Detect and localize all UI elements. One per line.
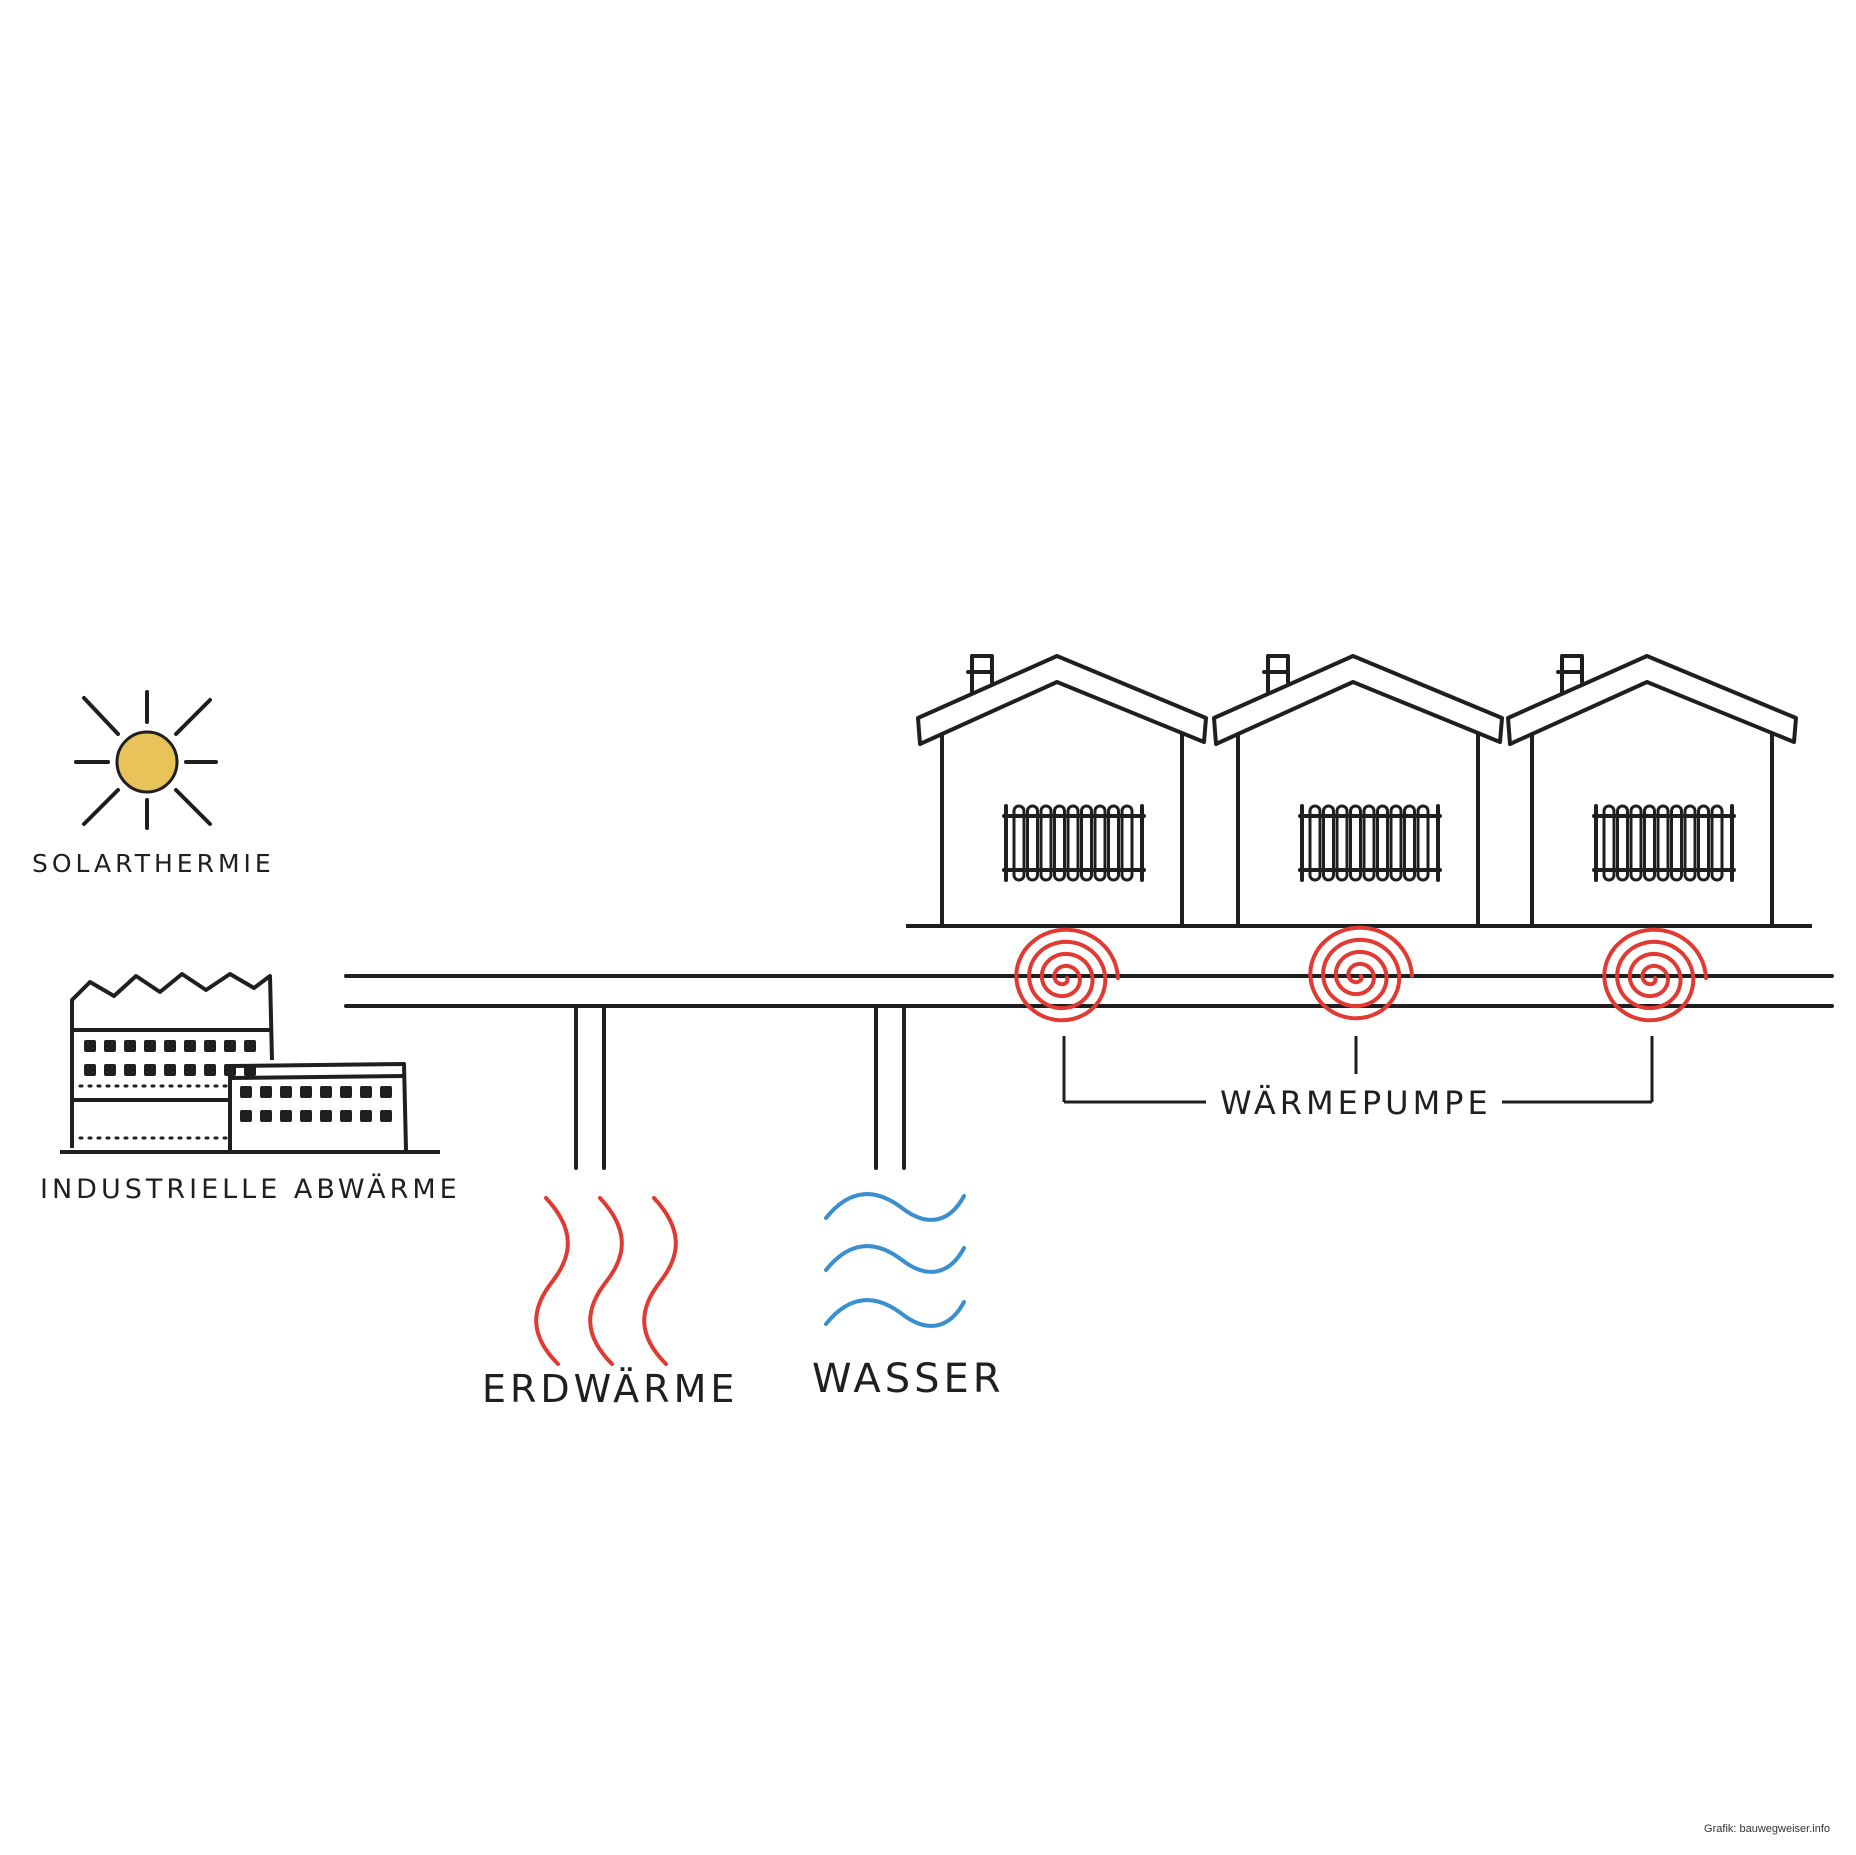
factory-window: [164, 1040, 176, 1052]
factory-window: [320, 1086, 332, 1098]
label-waermepumpe: WÄRMEPUMPE: [1220, 1084, 1492, 1122]
heat-pumps: [1014, 925, 1708, 1023]
sun-icon: [74, 690, 218, 830]
house-icon: [1212, 654, 1504, 928]
factory-window: [280, 1086, 292, 1098]
heat-waves-icon: [534, 1196, 678, 1366]
factory-window: [340, 1110, 352, 1122]
factory-window: [124, 1064, 136, 1076]
factory-window: [260, 1086, 272, 1098]
label-solarthermie: SOLARTHERMIE: [32, 849, 275, 878]
factory-window: [360, 1110, 372, 1122]
factory-icon: [60, 972, 440, 1154]
factory-window: [104, 1040, 116, 1052]
radiator-icon: [1002, 804, 1146, 882]
radiator-icon: [1592, 804, 1736, 882]
factory-window: [240, 1086, 252, 1098]
heat-pump-bracket: [1062, 1036, 1654, 1104]
factory-window: [204, 1064, 216, 1076]
factory-window: [164, 1064, 176, 1076]
factory-window: [300, 1110, 312, 1122]
factory-window: [84, 1064, 96, 1076]
factory-window: [224, 1040, 236, 1052]
label-industrielle-abwaerme: INDUSTRIELLE ABWÄRME: [40, 1173, 461, 1205]
house-icon: [1506, 654, 1798, 928]
factory-window: [300, 1086, 312, 1098]
factory-window: [84, 1040, 96, 1052]
factory-window: [204, 1040, 216, 1052]
factory-window: [224, 1064, 236, 1076]
heating-pipe: [344, 974, 1834, 1170]
factory-window: [124, 1040, 136, 1052]
factory-window: [380, 1086, 392, 1098]
factory-window: [260, 1110, 272, 1122]
factory-window: [320, 1110, 332, 1122]
factory-window: [184, 1040, 196, 1052]
spiral-icon: [1602, 927, 1708, 1023]
spiral-icon: [1014, 927, 1120, 1023]
factory-window: [240, 1110, 252, 1122]
image-credit: Grafik: bauwegweiser.info: [1704, 1823, 1830, 1835]
house-icon: [916, 654, 1208, 928]
factory-window: [144, 1040, 156, 1052]
label-erdwaerme: ERDWÄRME: [482, 1367, 738, 1411]
factory-window: [340, 1086, 352, 1098]
factory-window: [104, 1064, 116, 1076]
factory-window: [184, 1064, 196, 1076]
label-wasser: WASSER: [812, 1356, 1005, 1402]
houses: [916, 654, 1798, 928]
factory-window: [280, 1110, 292, 1122]
factory-window: [380, 1110, 392, 1122]
factory-window: [244, 1064, 256, 1076]
water-waves-icon: [824, 1192, 966, 1328]
radiator-icon: [1298, 804, 1442, 882]
spiral-icon: [1308, 925, 1414, 1021]
factory-windows: [84, 1040, 392, 1122]
factory-window: [144, 1064, 156, 1076]
factory-window: [244, 1040, 256, 1052]
factory-window: [360, 1086, 372, 1098]
